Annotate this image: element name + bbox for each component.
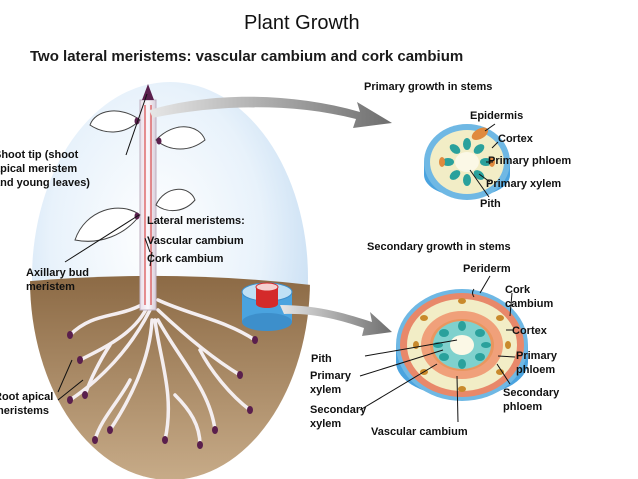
arrow-to-secondary	[280, 305, 392, 336]
leaves	[74, 110, 206, 242]
cambium-cylinder	[241, 282, 293, 331]
label-primary-xylem-secondary: Primary xylem	[310, 370, 351, 396]
label-primary-phloem-secondary: Primary phloem	[516, 350, 557, 376]
label-primary-growth: Primary growth in stems	[364, 81, 493, 93]
label-secondary-growth: Secondary growth in stems	[367, 241, 511, 253]
label-primary-phloem: Primary phloem	[488, 155, 572, 167]
label-vascular-cambium-section: Vascular cambium	[371, 426, 468, 438]
label-epidermis: Epidermis	[470, 110, 524, 122]
label-shoot-tip: Shoot tip (shoot apical meristem and you…	[0, 149, 90, 189]
label-pith-secondary: Pith	[311, 353, 332, 365]
stem	[139, 84, 157, 311]
label-cork-cambium-section: Cork cambium	[505, 284, 554, 310]
label-axillary-bud: Axillary bud meristem	[26, 267, 89, 293]
label-lateral-meristems: Lateral meristems:	[147, 215, 245, 227]
label-cork-cambium-plant: Cork cambium	[147, 253, 224, 265]
label-cortex-secondary: Cortex	[512, 325, 547, 337]
page-subtitle: Two lateral meristems: vascular cambium …	[30, 48, 464, 65]
leader-lines	[57, 93, 516, 423]
label-periderm: Periderm	[463, 263, 511, 275]
page-title: Plant Growth	[244, 12, 360, 34]
label-pith-primary: Pith	[480, 198, 501, 210]
arrow-to-primary	[150, 96, 392, 128]
label-vascular-cambium-plant: Vascular cambium	[147, 235, 244, 247]
label-root-apical: Root apical meristems	[0, 391, 54, 417]
secondary-bundles	[433, 321, 491, 369]
root-tips	[67, 331, 258, 449]
label-secondary-phloem: Secondary phloem	[503, 387, 560, 413]
soil	[30, 275, 310, 479]
label-secondary-xylem: Secondary xylem	[310, 404, 367, 430]
label-primary-xylem: Primary xylem	[486, 178, 562, 190]
label-cortex-primary: Cortex	[498, 133, 533, 145]
